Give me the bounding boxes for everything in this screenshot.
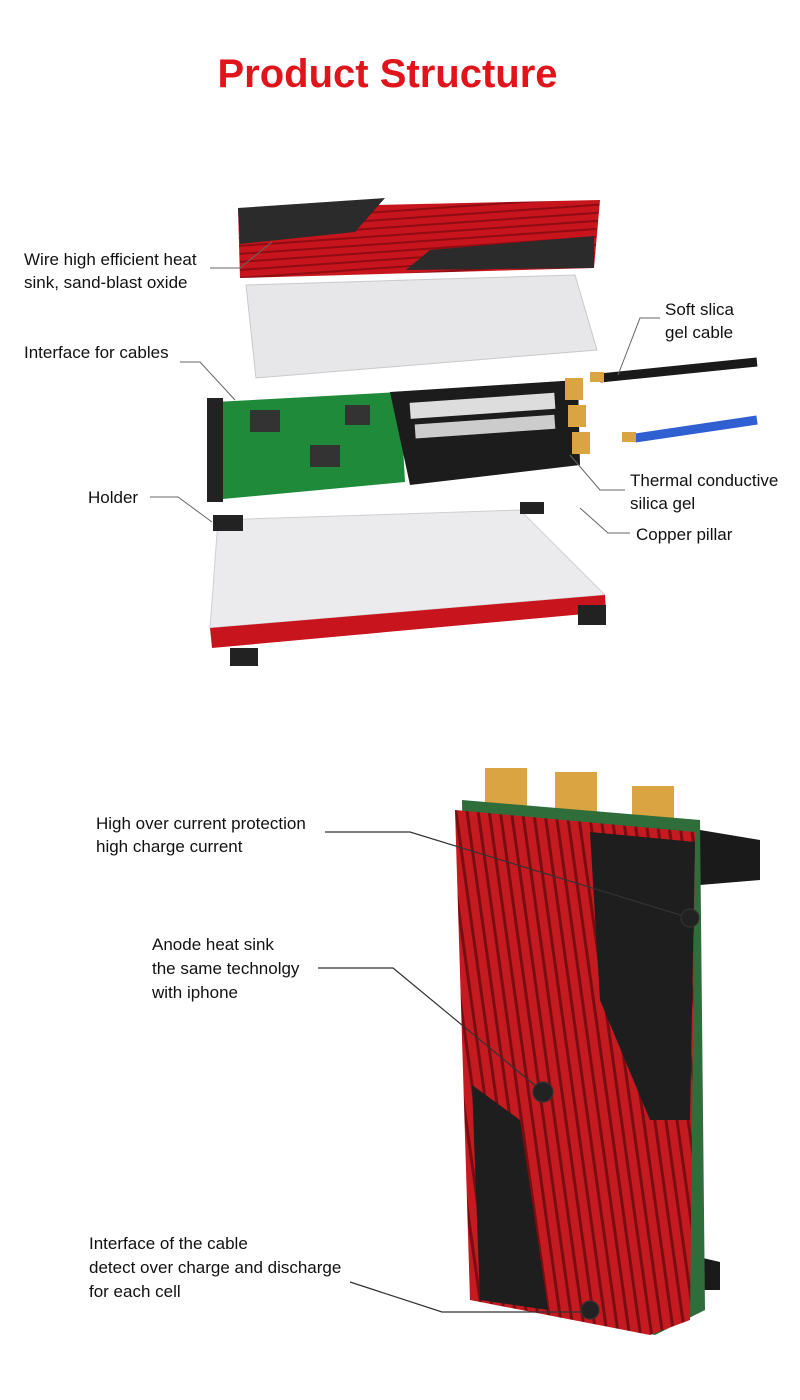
label-copper-pillar: Copper pillar	[636, 523, 732, 546]
label-silica-cable: Soft slica gel cable	[665, 298, 734, 344]
label-cable-interface: Interface for cables	[24, 341, 169, 364]
label-line: Soft slica	[665, 300, 734, 319]
top-heat-sink	[238, 198, 600, 278]
control-pcb	[207, 392, 405, 502]
label-line: Interface of the cable	[89, 1234, 248, 1253]
label-line: Anode heat sink	[152, 935, 274, 954]
label-line: with iphone	[152, 983, 239, 1002]
label-anode-heat-sink: Anode heat sink the same technolgy with …	[152, 933, 299, 1005]
aluminium-plate	[245, 274, 598, 379]
label-line: Wire high efficient heat	[24, 250, 197, 269]
label-line: sink, sand-blast oxide	[24, 273, 188, 292]
label-over-current: High over current protection high charge…	[96, 812, 306, 858]
label-line: Holder	[88, 488, 139, 507]
label-thermal-gel: Thermal conductive silica gel	[630, 469, 778, 515]
label-line: Interface for cables	[24, 343, 169, 362]
label-line: Thermal conductive	[630, 471, 779, 490]
label-line: Copper pillar	[636, 525, 733, 544]
label-cable-interface-cell: Interface of the cable detect over charg…	[89, 1232, 341, 1304]
bottom-plate	[209, 502, 607, 666]
mos-board	[390, 378, 590, 485]
leader-lines-top	[150, 241, 660, 534]
label-line: gel cable	[665, 323, 734, 342]
label-line: the same technolgy	[152, 959, 300, 978]
label-line: silica gel	[630, 494, 696, 513]
label-line: for each cell	[89, 1282, 181, 1301]
label-line: detect over charge and discharge	[89, 1258, 342, 1277]
silica-gel-cables	[590, 357, 758, 443]
leader-lines-bottom	[318, 831, 700, 1320]
label-line: High over current protection	[96, 814, 306, 833]
assembled-bms	[455, 768, 760, 1335]
label-heat-sink: Wire high efficient heat sink, sand-blas…	[24, 248, 197, 294]
page-title: Product Structure	[217, 52, 558, 96]
label-holder: Holder	[88, 486, 138, 509]
label-line: high charge current	[96, 837, 243, 856]
